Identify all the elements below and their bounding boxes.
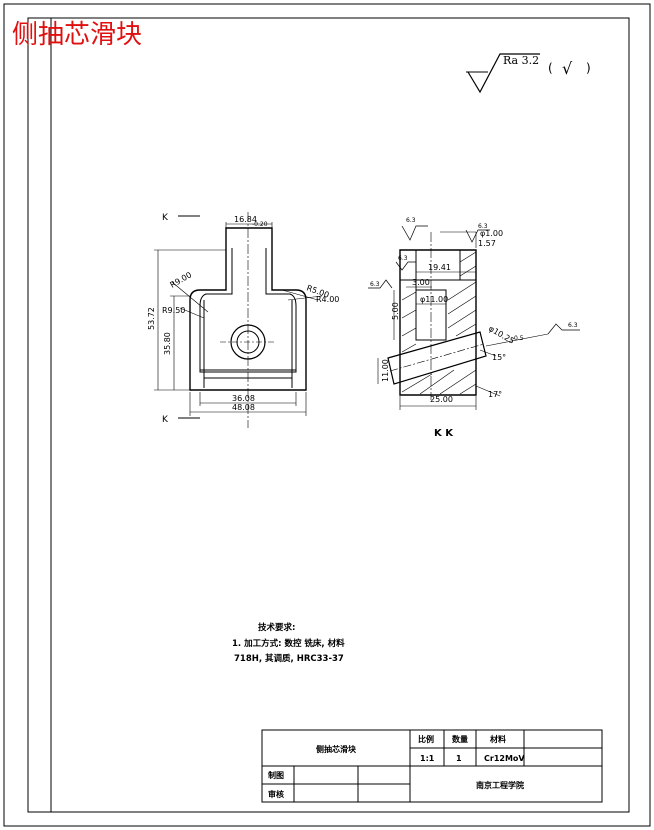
title-block xyxy=(261,729,603,803)
svg-text:-0.20: -0.20 xyxy=(252,221,268,228)
surface-finish-symbol: Ra 3.2 ( √ ) xyxy=(466,53,591,94)
svg-text:南京工程学院: 南京工程学院 xyxy=(476,780,524,790)
svg-text:φ10.25: φ10.25 xyxy=(487,324,516,346)
svg-text:√: √ xyxy=(562,59,573,78)
svg-text:数量: 数量 xyxy=(452,734,468,744)
svg-text:技术要求:: 技术要求: xyxy=(258,622,295,633)
svg-text:36.08: 36.08 xyxy=(232,394,255,403)
svg-text:审核: 审核 xyxy=(268,789,284,799)
svg-text:25.00: 25.00 xyxy=(430,395,453,404)
section-label-top: K xyxy=(162,213,169,223)
svg-text:6.3: 6.3 xyxy=(398,255,408,262)
svg-text:材料: 材料 xyxy=(490,734,506,744)
svg-text:3.00: 3.00 xyxy=(412,278,430,287)
svg-text:制图: 制图 xyxy=(268,770,284,780)
svg-text:φ1.00: φ1.00 xyxy=(480,229,503,238)
front-view: K K xyxy=(154,212,323,428)
svg-text:718H, 其调质, HRC33-37: 718H, 其调质, HRC33-37 xyxy=(234,653,344,664)
svg-text:53.72: 53.72 xyxy=(147,307,156,330)
front-view-dims: 16.84 -0.20 53.72 35.80 R9.00 R9.50 R5.0… xyxy=(147,215,339,412)
svg-text:1:1: 1:1 xyxy=(420,754,435,763)
svg-text:φ11.00: φ11.00 xyxy=(420,295,448,304)
svg-text:(: ( xyxy=(548,61,553,75)
svg-text:6.3: 6.3 xyxy=(406,217,416,224)
svg-text:1.57: 1.57 xyxy=(478,239,496,248)
section-label-kk: K K xyxy=(434,428,454,439)
inner-frame xyxy=(27,17,630,813)
svg-text:6.3: 6.3 xyxy=(478,223,488,230)
svg-text:6.3: 6.3 xyxy=(370,281,380,288)
svg-text:R9.50: R9.50 xyxy=(162,306,185,315)
overlay-title: 侧抽芯滑块 xyxy=(12,20,142,50)
svg-text:R9.00: R9.00 xyxy=(169,270,194,289)
svg-text:15°: 15° xyxy=(492,353,506,362)
svg-text:19.41: 19.41 xyxy=(428,263,451,272)
svg-text:11.00: 11.00 xyxy=(381,359,390,382)
svg-text:35.80: 35.80 xyxy=(163,332,172,355)
part-name: 侧抽芯滑块 xyxy=(316,744,357,754)
section-label-bottom: K xyxy=(162,415,169,425)
svg-text:16.84: 16.84 xyxy=(234,215,257,224)
svg-text:6.3: 6.3 xyxy=(568,322,578,329)
svg-text:17°: 17° xyxy=(488,390,502,399)
svg-text:R4.00: R4.00 xyxy=(316,295,339,304)
svg-text:1: 1 xyxy=(456,754,462,763)
svg-text:1. 加工方式: 数控 铣床, 材料: 1. 加工方式: 数控 铣床, 材料 xyxy=(232,638,345,649)
section-view xyxy=(368,225,580,410)
svg-text:0.5: 0.5 xyxy=(514,335,524,342)
svg-text:Cr12MoV: Cr12MoV xyxy=(484,754,525,763)
title-block-text: 侧抽芯滑块 比例 数量 材料 1:1 1 Cr12MoV 制图 审核 南京工程学… xyxy=(268,734,525,799)
outer-frame xyxy=(3,3,651,827)
svg-text:): ) xyxy=(586,61,591,75)
tech-requirements: 技术要求: 1. 加工方式: 数控 铣床, 材料 718H, 其调质, HRC3… xyxy=(232,622,345,664)
svg-text:48.08: 48.08 xyxy=(232,403,255,412)
svg-text:比例: 比例 xyxy=(418,734,434,744)
svg-text:Ra 3.2: Ra 3.2 xyxy=(503,54,539,67)
svg-text:5.00: 5.00 xyxy=(391,302,400,320)
